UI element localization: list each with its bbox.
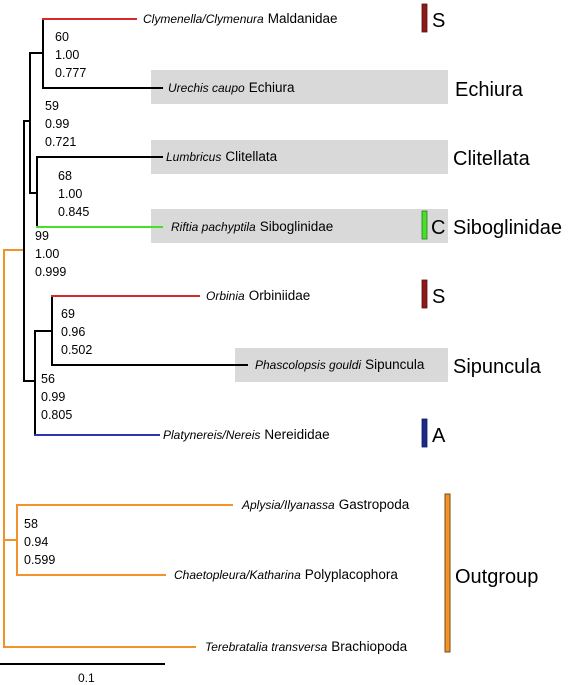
group-label-sipuncula: Sipuncula [453,356,542,378]
clitellata-highlight [151,140,448,174]
siboglinidae-highlight [151,209,448,243]
group-label-siboglinidae: Siboglinidae [453,217,562,239]
marker-letter-orbiniidae: S [432,286,445,308]
marker-letter-siboglinidae: C [431,217,445,239]
marker-bar-siboglinidae [421,210,428,240]
sipuncula-highlight [235,348,448,382]
support-outgroup-mollusca: 58 0.94 0.599 [24,517,55,567]
marker-bar-nereididae [421,418,428,448]
support-nereididae-clade: 56 0.99 0.805 [41,372,72,422]
marker-bar-orbiniidae [421,279,428,309]
marker-letter-nereididae: A [432,425,446,447]
group-label-echiura: Echiura [455,79,524,101]
support-ingroup: 99 1.00 0.999 [35,229,66,279]
group-label-clitellata: Clitellata [453,148,531,170]
echiura-highlight [151,70,448,104]
support-orbiniidae-sipuncula: 69 0.96 0.502 [61,307,92,357]
scale-bar-label: 0.1 [78,671,95,685]
group-label-outgroup: Outgroup [455,566,538,588]
marker-letter-maldanidae: S [432,10,445,32]
outgroup-bracket-bar [444,493,451,653]
marker-bar-maldanidae [421,3,428,33]
support-clitellata-siboglinidae: 68 1.00 0.845 [58,169,89,219]
support-maldanidae-echiura: 60 1.00 0.777 [55,30,86,80]
support-annelid-core: 59 0.99 0.721 [45,99,76,149]
